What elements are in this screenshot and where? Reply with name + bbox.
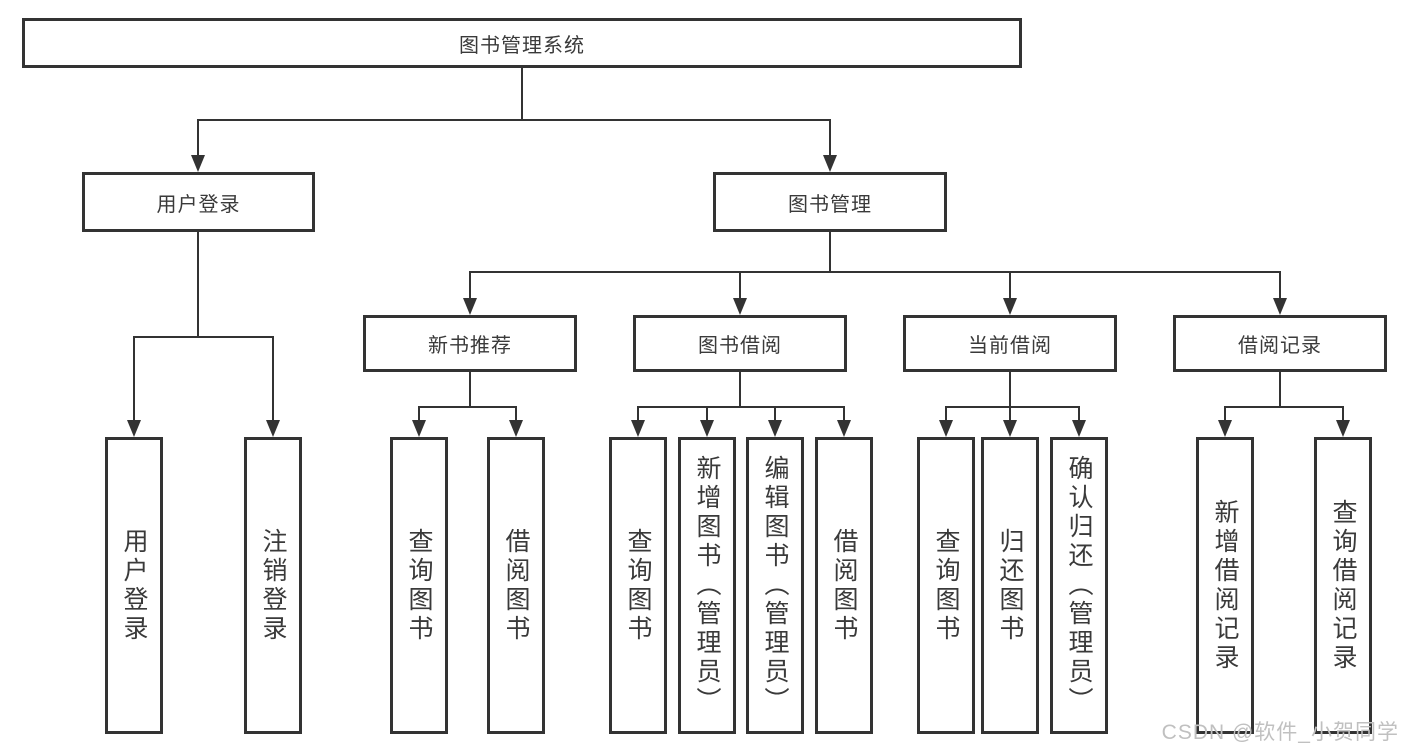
leaf-br-add-record: 新增借阅记录 — [1196, 437, 1254, 734]
arrow-down-icon — [1273, 298, 1287, 315]
leaf-nb-borrow-books-label: 借阅图书 — [502, 527, 530, 644]
arrowheads — [127, 155, 1350, 437]
arrow-down-icon — [1003, 298, 1017, 315]
connector-root-to-level2 — [197, 68, 831, 158]
leaf-cb-confirm-return-admin-label: 确认归还（管理员） — [1065, 455, 1093, 716]
connector-book-borrowing-to-leaves — [637, 372, 845, 423]
arrow-down-icon — [700, 420, 714, 437]
connector-current-borrowing-to-leaves — [945, 372, 1080, 423]
arrow-down-icon — [939, 420, 953, 437]
leaf-nb-query-books-label: 查询图书 — [405, 527, 433, 644]
leaf-user-login-label: 用户登录 — [120, 527, 148, 644]
node-book-management: 图书管理 — [713, 172, 947, 232]
arrow-down-icon — [127, 420, 141, 437]
leaf-logout-label: 注销登录 — [259, 527, 287, 644]
leaf-cb-return-books-label: 归还图书 — [996, 527, 1024, 644]
leaf-cb-query-books-label: 查询图书 — [932, 527, 960, 644]
connector-book-management-to-level3 — [469, 232, 1281, 301]
node-current-borrowing: 当前借阅 — [903, 315, 1117, 372]
arrow-down-icon — [1218, 420, 1232, 437]
leaf-cb-return-books: 归还图书 — [981, 437, 1039, 734]
leaf-bb-query-books-label: 查询图书 — [624, 527, 652, 644]
node-root: 图书管理系统 — [22, 18, 1022, 68]
leaf-user-login: 用户登录 — [105, 437, 163, 734]
watermark: CSDN @软件_小贺同学 — [1161, 721, 1399, 744]
arrow-down-icon — [1003, 420, 1017, 437]
node-current-borrowing-label: 当前借阅 — [968, 335, 1052, 357]
arrow-down-icon — [823, 155, 837, 172]
leaf-bb-edit-books-admin-label: 编辑图书（管理员） — [761, 455, 789, 716]
node-new-book-recommend-label: 新书推荐 — [428, 335, 512, 357]
leaf-cb-confirm-return-admin: 确认归还（管理员） — [1050, 437, 1108, 734]
connector-borrowing-records-to-leaves — [1224, 372, 1344, 423]
arrow-down-icon — [837, 420, 851, 437]
leaf-bb-add-books-admin-label: 新增图书（管理员） — [693, 455, 721, 716]
leaf-br-query-record-label: 查询借阅记录 — [1329, 498, 1357, 673]
leaf-bb-query-books: 查询图书 — [609, 437, 667, 734]
leaf-nb-borrow-books: 借阅图书 — [487, 437, 545, 734]
connector-new-book-recommend-to-leaves — [418, 372, 517, 423]
leaf-bb-borrow-books: 借阅图书 — [815, 437, 873, 734]
node-root-label: 图书管理系统 — [459, 34, 585, 57]
leaf-cb-query-books: 查询图书 — [917, 437, 975, 734]
node-borrowing-records-label: 借阅记录 — [1238, 335, 1322, 357]
node-new-book-recommend: 新书推荐 — [363, 315, 577, 372]
leaf-br-query-record: 查询借阅记录 — [1314, 437, 1372, 734]
node-user-login: 用户登录 — [82, 172, 315, 232]
arrow-down-icon — [733, 298, 747, 315]
leaf-nb-query-books: 查询图书 — [390, 437, 448, 734]
arrow-down-icon — [768, 420, 782, 437]
arrow-down-icon — [631, 420, 645, 437]
arrow-down-icon — [412, 420, 426, 437]
node-book-management-label: 图书管理 — [788, 193, 872, 216]
leaf-bb-borrow-books-label: 借阅图书 — [830, 527, 858, 644]
leaf-bb-add-books-admin: 新增图书（管理员） — [678, 437, 736, 734]
connector-user-login-to-leaves — [133, 232, 274, 423]
arrow-down-icon — [266, 420, 280, 437]
node-book-borrowing: 图书借阅 — [633, 315, 847, 372]
arrow-down-icon — [1336, 420, 1350, 437]
arrow-down-icon — [1072, 420, 1086, 437]
arrow-down-icon — [463, 298, 477, 315]
leaf-bb-edit-books-admin: 编辑图书（管理员） — [746, 437, 804, 734]
leaf-br-add-record-label: 新增借阅记录 — [1211, 498, 1239, 673]
arrow-down-icon — [191, 155, 205, 172]
node-borrowing-records: 借阅记录 — [1173, 315, 1387, 372]
node-book-borrowing-label: 图书借阅 — [698, 335, 782, 357]
leaf-logout: 注销登录 — [244, 437, 302, 734]
node-user-login-label: 用户登录 — [156, 193, 241, 216]
arrow-down-icon — [509, 420, 523, 437]
